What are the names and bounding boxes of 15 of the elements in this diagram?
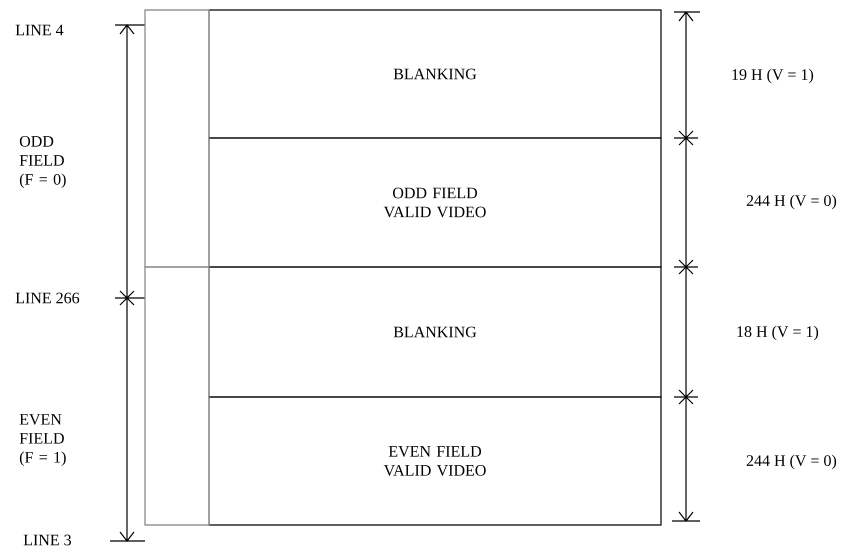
line-count-label: 19 H (V = 1)	[732, 68, 814, 84]
band-box: BLANKING	[208, 9, 662, 139]
field-label: ODD FIELD (F = 0)	[20, 136, 66, 188]
band-box: ODD FIELD VALID VIDEO	[208, 137, 662, 268]
line-count-label: 244 H (V = 0)	[746, 454, 836, 470]
line-number-label: LINE 4	[16, 24, 64, 36]
band-box: EVEN FIELD VALID VIDEO	[208, 396, 662, 526]
line-count-label: 244 H (V = 0)	[746, 194, 836, 210]
strip-box	[144, 266, 210, 526]
field-label: EVEN FIELD (F = 1)	[20, 414, 66, 466]
strip-box	[144, 9, 210, 268]
band-box: BLANKING	[208, 266, 662, 398]
line-count-label: 18 H (V = 1)	[737, 326, 818, 340]
line-number-label: LINE 3	[24, 534, 71, 546]
line-number-label: LINE 266	[16, 292, 80, 304]
